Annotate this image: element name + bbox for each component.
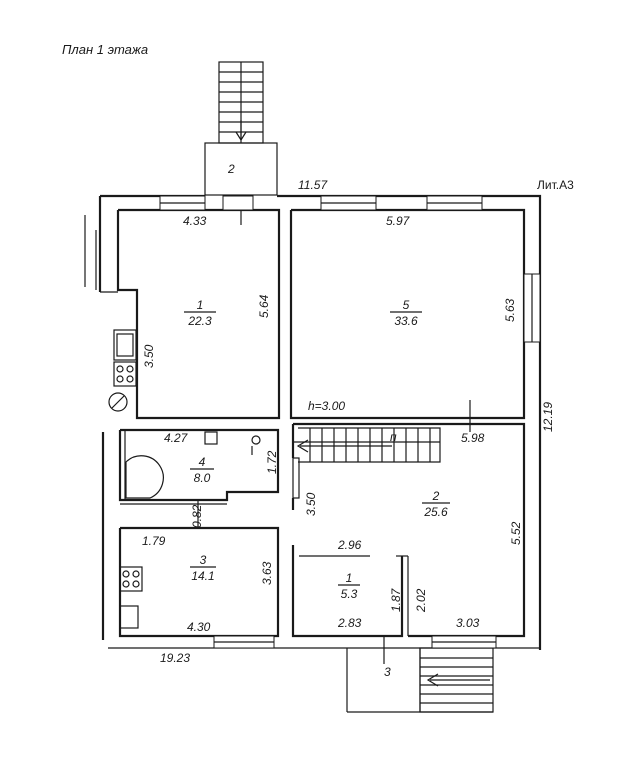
dim-r5-width: 5.97	[386, 214, 411, 228]
room-label-4: 4 8.0	[190, 455, 214, 485]
dim-r3-height: 3.63	[260, 561, 274, 585]
room-3-walls	[118, 526, 280, 638]
dim-r3-width: 4.30	[187, 620, 211, 634]
room-area: 14.1	[191, 569, 214, 583]
room-number: 2	[432, 489, 440, 503]
room-label-2: 2 25.6	[422, 489, 450, 519]
porch-top-number: 2	[227, 162, 235, 176]
height-note: h=3.00	[308, 399, 345, 413]
room-area: 5.3	[341, 587, 358, 601]
room-4-walls	[118, 428, 280, 502]
room-area: 8.0	[194, 471, 211, 485]
dim-overall-bottom: 19.23	[160, 651, 190, 665]
dim-r4-width: 4.27	[164, 431, 189, 445]
room-area: 22.3	[187, 314, 212, 328]
dim-r4-bottom: 0.82	[190, 504, 204, 528]
room-number: 1	[346, 571, 353, 585]
dim-r3-width-top: 1.79	[142, 534, 166, 548]
liter-label: Лит.А3	[537, 178, 574, 192]
bathtub-icon	[125, 455, 164, 499]
room-number: 3	[200, 553, 207, 567]
plan-title: План 1 этажа	[62, 42, 148, 57]
dim-wc-side: 2.02	[414, 588, 428, 613]
room-number: 4	[199, 455, 206, 469]
dim-r1-left: 3.50	[142, 344, 156, 368]
room-label-wc: 1 5.3	[338, 571, 360, 601]
internal-stair	[293, 427, 441, 463]
dim-entry-width: 3.03	[456, 616, 480, 630]
dim-hall-width: 5.98	[461, 431, 485, 445]
dim-overall-top: 11.57	[298, 178, 328, 192]
dim-wc-height: 1.87	[389, 587, 403, 612]
room-wc-walls	[291, 548, 404, 638]
room-area: 25.6	[423, 505, 448, 519]
room-number: 5	[403, 298, 410, 312]
dim-r1-height: 5.64	[257, 294, 271, 318]
dim-wc-width: 2.83	[337, 616, 362, 630]
stair-mark: п	[390, 430, 397, 444]
bottom-porch	[346, 635, 497, 713]
room-1-walls	[116, 208, 281, 420]
dim-hall-height: 5.52	[509, 521, 523, 545]
left-exterior-features	[84, 215, 137, 412]
dim-wc-width-top: 2.96	[337, 538, 362, 552]
room-label-1: 1 22.3	[184, 298, 216, 328]
dim-hall-left: 3.50	[304, 492, 318, 516]
dim-r1-width: 4.33	[183, 214, 207, 228]
dim-r4-height: 1.72	[265, 450, 279, 474]
room-label-5: 5 33.6	[390, 298, 422, 328]
top-porch	[204, 61, 278, 225]
room-area: 33.6	[394, 314, 418, 328]
porch-bottom-number: 3	[384, 665, 391, 679]
room-label-3: 3 14.1	[190, 553, 216, 583]
room-number: 1	[197, 298, 204, 312]
dim-overall-right: 12.19	[541, 402, 555, 432]
dim-r5-height: 5.63	[503, 298, 517, 322]
